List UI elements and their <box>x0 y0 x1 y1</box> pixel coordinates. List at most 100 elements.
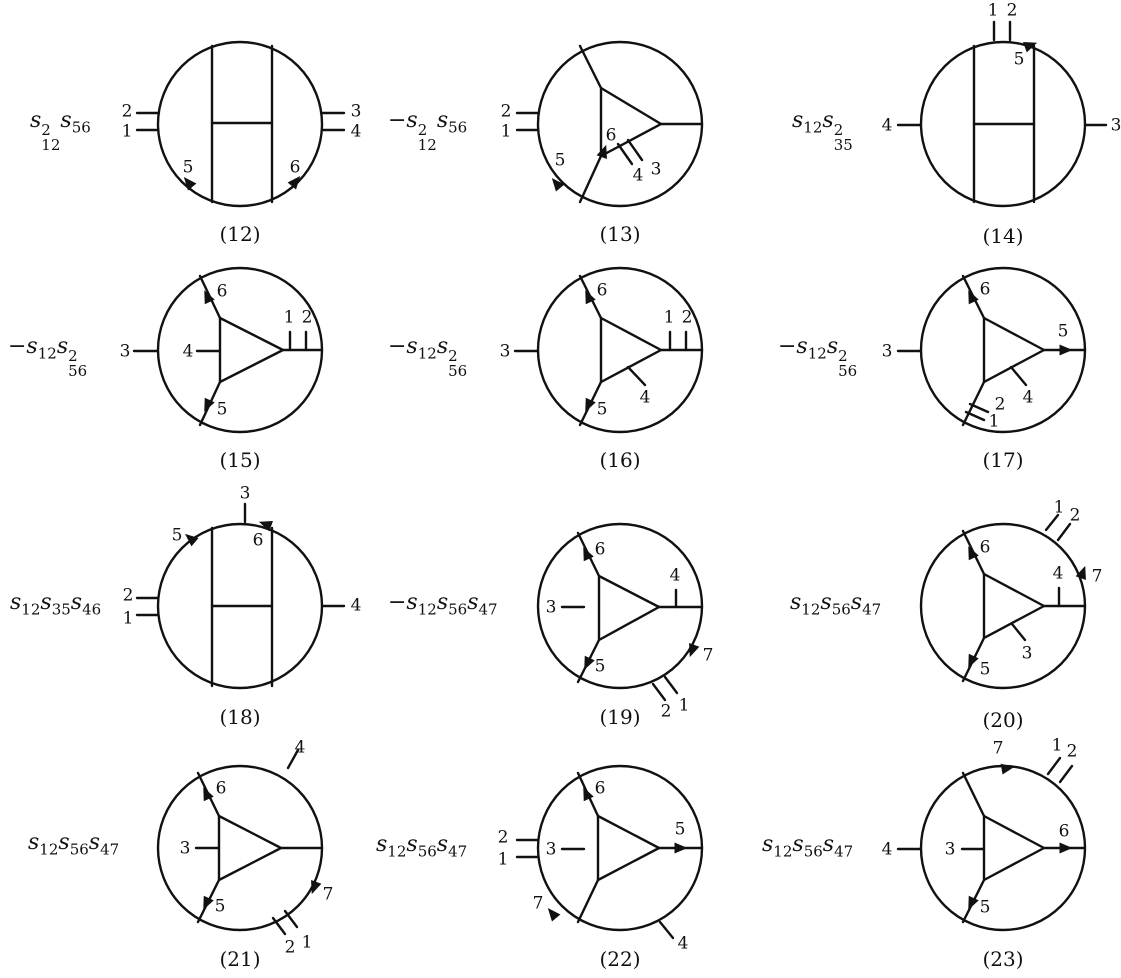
diagram-number-16: (16) <box>599 448 641 472</box>
diagram-number-15: (15) <box>219 448 261 472</box>
propagator-line <box>961 380 986 427</box>
leg-label: 5 <box>980 660 991 680</box>
leg-label: 7 <box>323 885 334 905</box>
momentum-arrow-icon <box>287 176 301 190</box>
triangle-subgraph <box>218 316 285 384</box>
momentum-arrow-icon <box>183 177 197 191</box>
leg-label: 1 <box>284 308 295 328</box>
triangle-subgraph <box>982 316 1046 384</box>
momentum-arrow-icon <box>1075 565 1086 580</box>
leg-label: 3 <box>882 342 893 362</box>
triangle-subgraph <box>982 572 1046 640</box>
momentum-arrow-icon <box>968 895 979 910</box>
triangle-subgraph <box>597 574 661 642</box>
leg-label: 7 <box>1092 567 1103 587</box>
propagator-line <box>1044 513 1060 532</box>
leg-label: 1 <box>122 122 133 142</box>
momentum-arrow-icon <box>585 290 596 305</box>
leg-label: 6 <box>597 281 608 301</box>
diagram-number-20: (20) <box>982 708 1024 732</box>
leg-label: 7 <box>533 894 544 914</box>
momentum-arrow-icon <box>204 397 215 412</box>
momentum-arrow-icon <box>674 842 688 854</box>
leg-label: 5 <box>980 898 991 918</box>
leg-label: 3 <box>120 342 131 362</box>
leg-label: 4 <box>295 738 306 758</box>
leg-label: 3 <box>945 840 956 860</box>
leg-label: 3 <box>1111 116 1121 136</box>
momentum-arrow-icon <box>585 397 596 412</box>
propagator-line <box>626 365 647 387</box>
propagator-line <box>651 682 667 702</box>
coefficient-22: s12s56s47 <box>376 832 468 861</box>
leg-label: 1 <box>679 696 690 716</box>
coefficient-20: s12s56s47 <box>790 590 882 619</box>
propagator-line <box>286 748 300 770</box>
diagram-number-22: (22) <box>599 947 641 971</box>
leg-label: 4 <box>640 388 651 408</box>
leg-label: 1 <box>664 308 675 328</box>
momentum-arrow-icon <box>551 178 565 192</box>
leg-label: 2 <box>498 828 509 848</box>
momentum-arrow-icon <box>185 533 199 547</box>
propagator-line <box>1058 764 1074 784</box>
leg-label: 5 <box>1014 50 1025 70</box>
leg-label: 2 <box>501 102 512 122</box>
loop-circle <box>156 40 324 208</box>
leg-label: 3 <box>240 484 251 504</box>
propagator-line <box>964 410 986 422</box>
diagram-number-13: (13) <box>599 222 641 246</box>
propagator-line <box>576 878 600 924</box>
propagator-line <box>658 920 675 940</box>
leg-label: 4 <box>882 116 893 136</box>
leg-label: 6 <box>980 280 991 300</box>
leg-label: 4 <box>670 566 681 586</box>
momentum-arrow-icon <box>1059 344 1073 356</box>
leg-label: 3 <box>500 342 511 362</box>
diagram-number-21: (21) <box>219 947 261 971</box>
diagram-number-14: (14) <box>982 224 1024 248</box>
propagator-line <box>616 142 634 166</box>
leg-label: 6 <box>1059 822 1070 842</box>
triangle-subgraph <box>599 316 663 384</box>
leg-label: 1 <box>498 850 509 870</box>
momentum-arrow-icon <box>1000 763 1015 775</box>
diagram-number-18: (18) <box>219 705 261 729</box>
diagram-number-12: (12) <box>219 222 261 246</box>
momentum-arrow-icon <box>547 908 561 922</box>
leg-label: 6 <box>290 158 301 178</box>
propagator-line <box>626 138 644 162</box>
leg-label: 2 <box>123 586 134 606</box>
leg-label: 4 <box>633 166 644 186</box>
leg-label: 1 <box>988 1 999 21</box>
leg-label: 5 <box>675 820 686 840</box>
leg-label: 5 <box>555 151 566 171</box>
momentum-arrow-icon <box>584 655 595 670</box>
momentum-arrow-icon <box>968 290 979 305</box>
leg-label: 2 <box>682 308 693 328</box>
propagator-line <box>271 916 287 936</box>
momentum-arrow-icon <box>1059 842 1073 854</box>
leg-label: 1 <box>302 933 313 953</box>
momentum-arrow-icon <box>968 546 979 561</box>
leg-label: 7 <box>993 739 1004 759</box>
propagator-line <box>961 771 986 818</box>
triangle-subgraph <box>596 814 661 882</box>
propagator-line <box>283 909 299 929</box>
coefficient-19: −s12s56s47 <box>388 590 498 619</box>
leg-label: 4 <box>351 122 362 142</box>
diagram-number-19: (19) <box>599 705 641 729</box>
diagram-number-17: (17) <box>982 448 1024 472</box>
momentum-arrow-icon <box>583 787 594 802</box>
triangle-subgraph <box>599 86 663 158</box>
momentum-arrow-icon <box>583 547 594 562</box>
leg-label: 1 <box>1052 736 1063 756</box>
propagator-line <box>1009 365 1028 387</box>
leg-label: 2 <box>1007 1 1018 21</box>
leg-label: 3 <box>351 102 362 122</box>
